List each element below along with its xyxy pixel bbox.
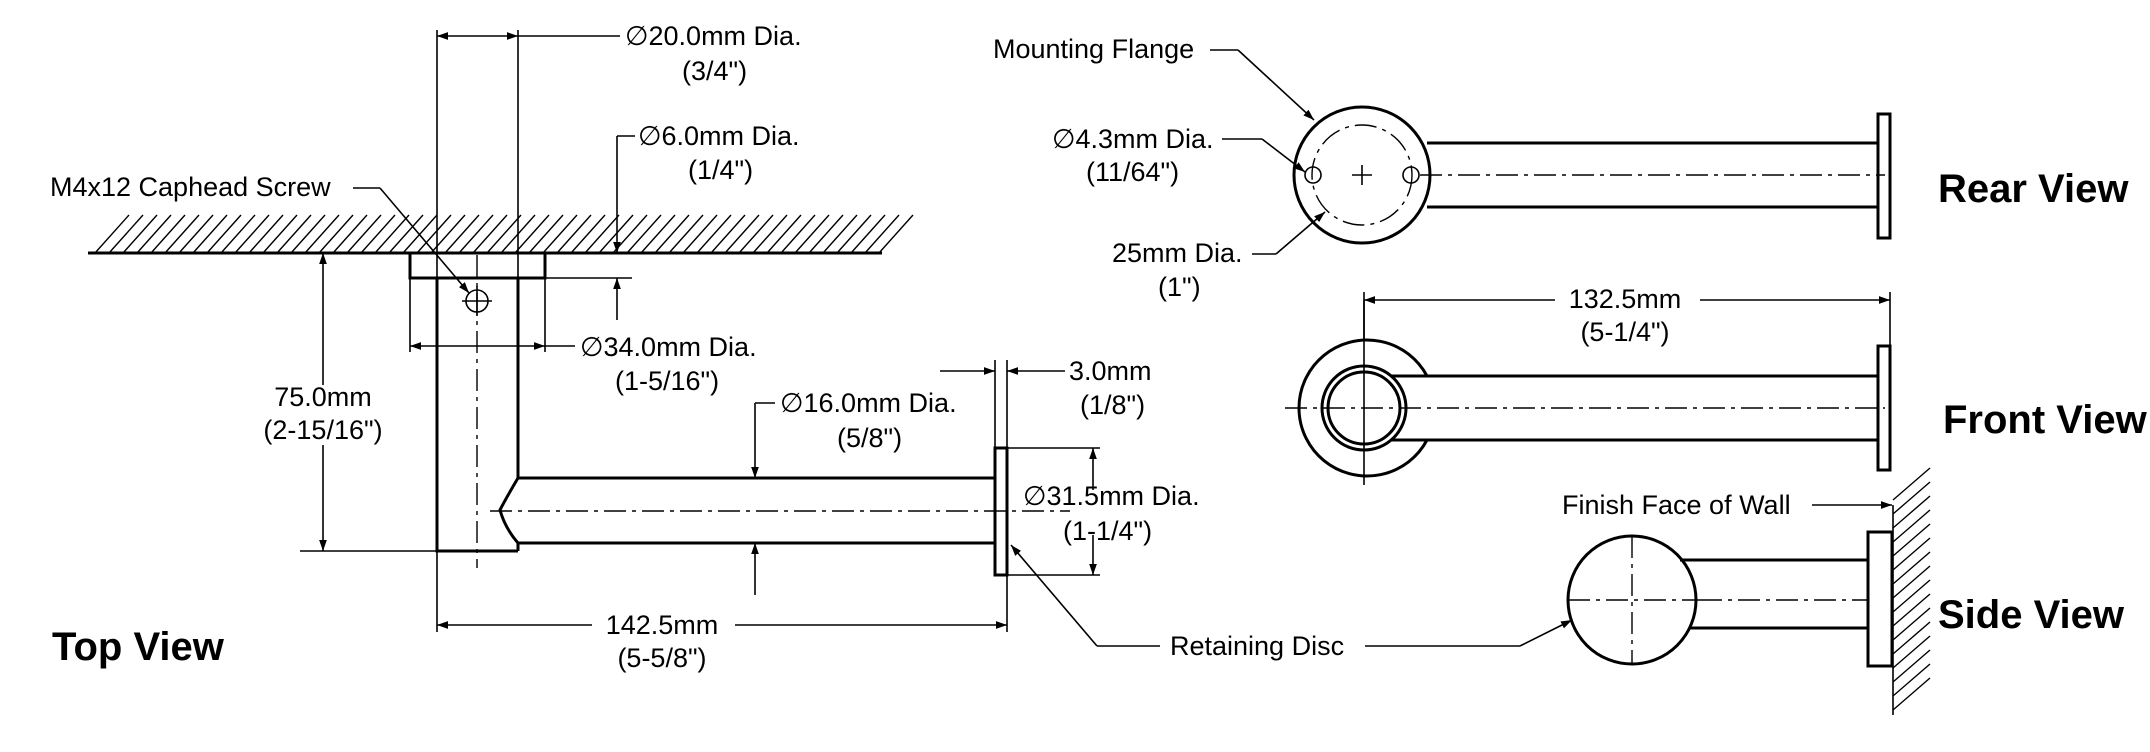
height-75-inch-label: (2-15/16")	[263, 415, 382, 445]
dia6-label: ∅6.0mm Dia.	[638, 121, 800, 151]
dia16-inch-label: (5/8")	[837, 423, 902, 453]
dia25-inch-label: (1")	[1158, 272, 1201, 302]
length-132-inch-label: (5-1/4")	[1580, 317, 1669, 347]
rear-view-title: Rear View	[1938, 167, 2129, 211]
rear-retaining-disc	[1876, 112, 1892, 240]
top-view-title: Top View	[52, 625, 225, 669]
retaining-disc-label: Retaining Disc	[1170, 631, 1344, 661]
dia20-inch-label: (3/4")	[682, 56, 747, 86]
finish-face-label: Finish Face of Wall	[1562, 490, 1791, 520]
mounting-flange-top	[408, 251, 547, 280]
side-view: Finish Face of Wall Side View	[1562, 467, 2125, 715]
dia43-inch-label: (11/64")	[1086, 157, 1179, 187]
side-view-title: Side View	[1938, 593, 2125, 637]
dia16-label: ∅16.0mm Dia.	[780, 388, 957, 418]
caphead-screw-label: M4x12 Caphead Screw	[50, 172, 331, 202]
height-75-label: 75.0mm	[274, 382, 372, 412]
front-retaining-disc	[1876, 344, 1892, 472]
rear-view: Mounting Flange ∅4.3mm Dia. (11/64") 25m…	[993, 34, 2129, 302]
length-142-label: 142.5mm	[606, 610, 719, 640]
length-132-label: 132.5mm	[1569, 284, 1682, 314]
dia6-inch-label: (1/4")	[688, 155, 753, 185]
dia34-label: ∅34.0mm Dia.	[580, 332, 757, 362]
dia31-label: ∅31.5mm Dia.	[1023, 481, 1200, 511]
bar-lower-edge	[498, 477, 995, 545]
length-142-inch-label: (5-5/8")	[617, 643, 706, 673]
dia20-label: ∅20.0mm Dia.	[625, 21, 802, 51]
front-view: 132.5mm (5-1/4") Front View	[1285, 284, 2148, 485]
front-view-title: Front View	[1943, 398, 2148, 442]
dia43-label: ∅4.3mm Dia.	[1052, 124, 1214, 154]
dia25-label: 25mm Dia.	[1112, 238, 1243, 268]
rear-screw-hole-right	[1402, 166, 1420, 184]
side-retaining-disc	[1866, 530, 1894, 668]
mounting-flange-label: Mounting Flange	[993, 34, 1194, 64]
wall-hatch-side	[1892, 467, 1931, 715]
rear-bolt-circle	[1311, 124, 1413, 226]
dia34-inch-label: (1-5/16")	[615, 366, 719, 396]
top-view: ∅20.0mm Dia. (3/4") ∅6.0mm Dia. (1/4") M…	[50, 21, 1573, 673]
dia31-inch-label: (1-1/4")	[1063, 516, 1152, 546]
wall-hatch-top	[88, 214, 914, 255]
rear-screw-hole-left	[1304, 166, 1322, 184]
thickness-3-inch-label: (1/8")	[1080, 390, 1145, 420]
thickness-3-label: 3.0mm	[1069, 356, 1152, 386]
